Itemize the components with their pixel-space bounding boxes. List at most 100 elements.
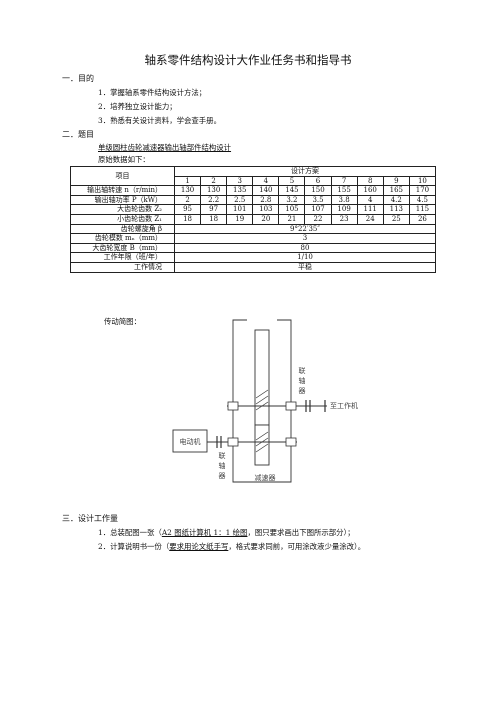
plan-number-cell: 1 [173,175,202,187]
table-cell: 2.5 [226,194,254,206]
table-cell: 135 [226,185,254,196]
plan-number-row: 1 2 3 4 5 6 7 8 9 10 [71,175,437,187]
table-cell: 2.2 [200,194,228,206]
workload-item-1-prefix: 1．总装配图一张（ [98,528,162,537]
header-item-cell: 项目 [70,165,175,187]
table-cell: 105 [278,204,306,215]
table-cell: 26 [408,213,437,225]
merged-value-cell: 9°22′35″ [173,223,437,235]
table-row: 输出轴转速 n（r/min） 130 130 135 140 145 150 1… [70,185,437,196]
table-cell: 4.2 [382,194,410,206]
row-label: 大齿轮齿数 Z₂ [70,204,175,215]
table-row: 大齿轮齿数 Z₂ 95 97 101 103 105 107 109 111 1… [70,204,437,215]
coupling-label-bottom: 联 [219,451,226,460]
row-label: 输出轴功率 P（kW） [70,194,175,206]
bearing-icon [227,437,239,447]
section-3-heading: 三．设计工作量 [62,514,118,523]
table-cell: 170 [408,185,437,196]
merged-value-cell: 1/10 [173,252,437,263]
table-row: 齿轮模数 mₙ（mm） 3 [70,233,437,244]
row-label: 齿轮螺旋角 β [70,223,175,235]
table-cell: 3.2 [278,194,306,206]
plan-number-cell: 8 [356,175,384,187]
table-row: 工作年限（班/年） 1/10 [70,252,437,263]
table-cell: 4.5 [408,194,437,206]
row-label: 工作年限（班/年） [70,252,175,263]
table-cell: 150 [304,185,332,196]
table-cell: 130 [173,185,202,196]
small-gear-helix-line [255,431,269,441]
transmission-diagram: 电动机 联 轴 器 至工作机 联 轴 器 减速器 [172,319,358,483]
purpose-item-2: 2．培养独立设计能力； [98,102,177,111]
motor-box [172,429,208,453]
purpose-item-3: 3．熟悉有关设计资料，学会查手册。 [98,116,221,125]
table-cell: 145 [278,185,306,196]
table-cell: 155 [330,185,358,196]
to-work-machine-label: 至工作机 [330,401,358,410]
table-header-row: 项目 设计方案 [70,165,437,187]
table-cell: 97 [200,204,228,215]
workload-item-1: 1．总装配图一张（A2 图纸计算机 1：1 绘图，图只要求画出下图所示部分）； [98,527,355,538]
motor-label: 电动机 [180,437,201,446]
merged-value-cell: 80 [173,242,437,254]
workload-item-2-emphasis: 要求用论文纸手写 [169,542,229,551]
large-gear [254,329,270,426]
table-cell: 130 [200,185,228,196]
table-cell: 21 [278,213,306,225]
bearing-icon [227,401,239,411]
diagram-caption: 传动简图： [104,317,141,326]
small-gear [254,424,270,466]
coupling-label-top: 轴 [299,376,306,385]
coupling-label-top: 器 [299,387,306,395]
table-cell: 140 [252,185,280,196]
plan-number-cell: 4 [252,175,280,187]
row-label: 工作情况 [70,261,175,273]
table-cell: 107 [304,204,332,215]
table-cell: 18 [173,213,202,225]
plan-number-cell: 6 [304,175,332,187]
bearing-icon [285,401,297,411]
table-row: 输出轴功率 P（kW） 2 2.2 2.5 2.8 3.2 3.5 3.8 4 … [70,194,437,206]
data-intro: 原始数据如下： [98,155,150,164]
document-title: 轴系零件结构设计大作业任务书和指导书 [144,53,352,67]
table-cell: 3.5 [304,194,332,206]
row-label: 小齿轮齿数 Z₁ [70,213,175,225]
table-cell: 2 [173,194,202,206]
table-row: 齿轮螺旋角 β 9°22′35″ [70,223,437,235]
reducer-label: 减速器 [255,473,276,482]
header-plan-cell: 设计方案 [173,166,437,177]
bearing-icon [285,437,297,447]
coupling-label-top: 联 [299,366,306,375]
coupling-label-bottom: 器 [219,472,226,480]
table-cell: 24 [356,213,384,225]
row-label: 大齿轮宽度 B（mm） [70,242,175,254]
merged-value-cell: 平稳 [173,261,437,273]
workload-item-2: 2．计算说明书一份（要求用论文纸手写，格式要求同前，可用涂改液少量涂改）。 [98,541,365,552]
table-cell: 101 [226,204,254,215]
coupling-label-bottom: 轴 [219,461,226,470]
workload-item-2-suffix: ，格式要求同前，可用涂改液少量涂改）。 [228,542,366,551]
table-cell: 2.8 [252,194,280,206]
table-row: 工作情况 平稳 [70,261,437,273]
table-cell: 165 [382,185,410,196]
plan-number-cell: 5 [278,175,306,187]
section-2-heading: 二．题目 [62,130,94,139]
design-subject: 单级圆柱齿轮减速器输出轴部件结构设计 [98,143,232,152]
parameter-table: 项目 设计方案 1 2 3 4 5 6 7 8 9 10 输出轴转速 n（r/m… [70,165,437,273]
table-cell: 23 [330,213,358,225]
section-1-heading: 一．目的 [62,74,94,83]
plan-number-cell: 9 [382,175,410,187]
table-row: 大齿轮宽度 B（mm） 80 [70,242,437,254]
table-cell: 111 [356,204,384,215]
plan-number-cell: 10 [408,175,437,187]
plan-number-cell: 3 [226,175,254,187]
table-cell: 25 [382,213,410,225]
table-row: 小齿轮齿数 Z₁ 18 18 19 20 21 22 23 24 25 26 [70,213,437,225]
row-label: 齿轮模数 mₙ（mm） [70,233,175,244]
merged-value-cell: 3 [173,233,437,244]
purpose-item-1: 1．掌握轴系零件结构设计方法； [98,88,207,97]
table-cell: 20 [252,213,280,225]
large-gear-helix-line [255,389,269,399]
workload-item-1-emphasis: A2 图纸计算机 1：1 绘图 [161,528,248,537]
table-cell: 3.8 [330,194,358,206]
